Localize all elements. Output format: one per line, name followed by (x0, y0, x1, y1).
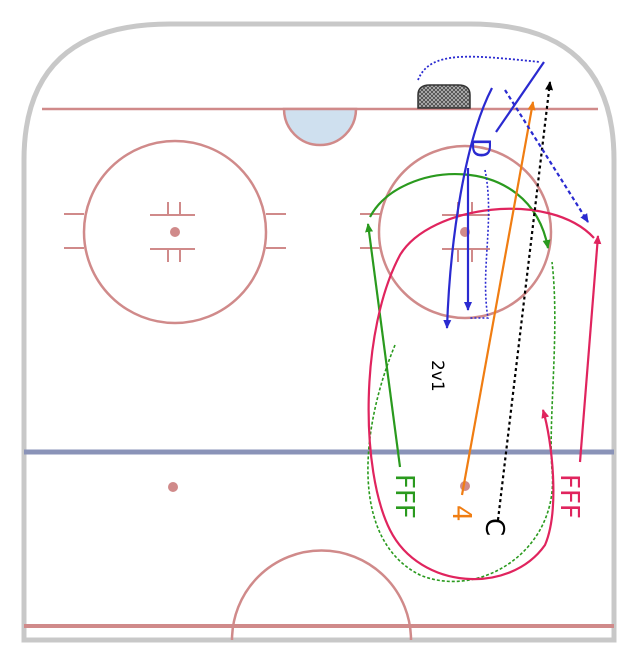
player-number-label: 4 (446, 505, 476, 522)
goal-crease (282, 107, 358, 147)
coach-pass-path (496, 81, 554, 521)
orange-skate-path (460, 101, 536, 496)
goal-net-icon (417, 84, 471, 109)
green-puck-carry-path (367, 261, 556, 583)
rink-boards (21, 21, 617, 643)
center-circle (230, 549, 413, 641)
blue-wavy-path (417, 55, 541, 81)
defense-label: D (465, 138, 495, 158)
blue-pass-path (495, 61, 545, 133)
coach-label: C (479, 518, 509, 536)
blue-dotted-pass-path (504, 89, 589, 223)
green-skate-path (365, 223, 402, 468)
left-group-label: FFF (389, 474, 419, 519)
drill-label: 2v1 (427, 360, 447, 392)
neutral-dot-left (168, 482, 178, 492)
right-group-label: FFF (554, 474, 584, 519)
left-faceoff-circle (64, 139, 286, 325)
blue-skate-path (443, 87, 493, 329)
blue-wavy-down-path (470, 169, 490, 319)
magenta-skate-path (578, 235, 602, 463)
